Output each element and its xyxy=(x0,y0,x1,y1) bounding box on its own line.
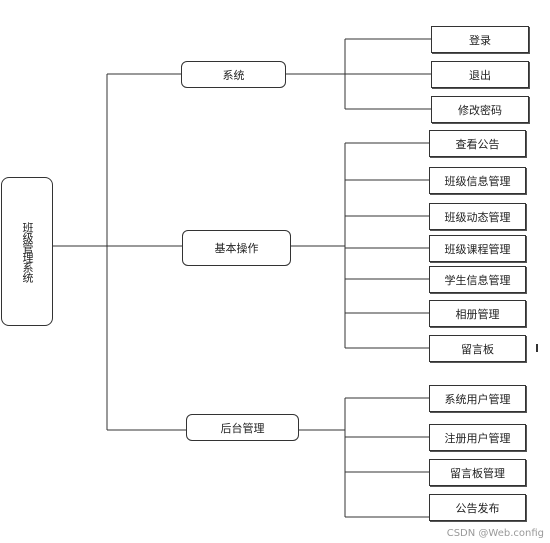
scroll-edge-marker xyxy=(536,344,538,352)
leaf-node-message-board: 留言板 xyxy=(429,335,526,362)
leaf-node-album-management: 相册管理 xyxy=(429,300,526,327)
category-node-backend-management: 后台管理 xyxy=(186,414,299,441)
root-node-class-management-system: 班级管理系统 xyxy=(1,177,53,326)
leaf-node-student-info-management: 学生信息管理 xyxy=(429,266,526,293)
leaf-node-view-announcements: 查看公告 xyxy=(429,130,526,157)
category-node-basic-operations: 基本操作 xyxy=(182,230,291,266)
leaf-node-system-user-management: 系统用户管理 xyxy=(429,385,526,412)
leaf-node-class-course-management: 班级课程管理 xyxy=(429,235,526,262)
leaf-node-message-board-management: 留言板管理 xyxy=(429,459,526,486)
leaf-node-class-info-management: 班级信息管理 xyxy=(429,167,526,194)
leaf-node-registered-user-management: 注册用户管理 xyxy=(429,424,526,451)
category-node-system: 系统 xyxy=(181,61,286,88)
leaf-node-logout: 退出 xyxy=(431,61,529,88)
leaf-node-class-activity-management: 班级动态管理 xyxy=(429,203,526,230)
leaf-node-announcement-publishing: 公告发布 xyxy=(429,494,526,521)
watermark: CSDN @Web.config xyxy=(446,528,544,539)
leaf-node-change-password: 修改密码 xyxy=(431,96,529,123)
leaf-node-login: 登录 xyxy=(431,26,529,53)
